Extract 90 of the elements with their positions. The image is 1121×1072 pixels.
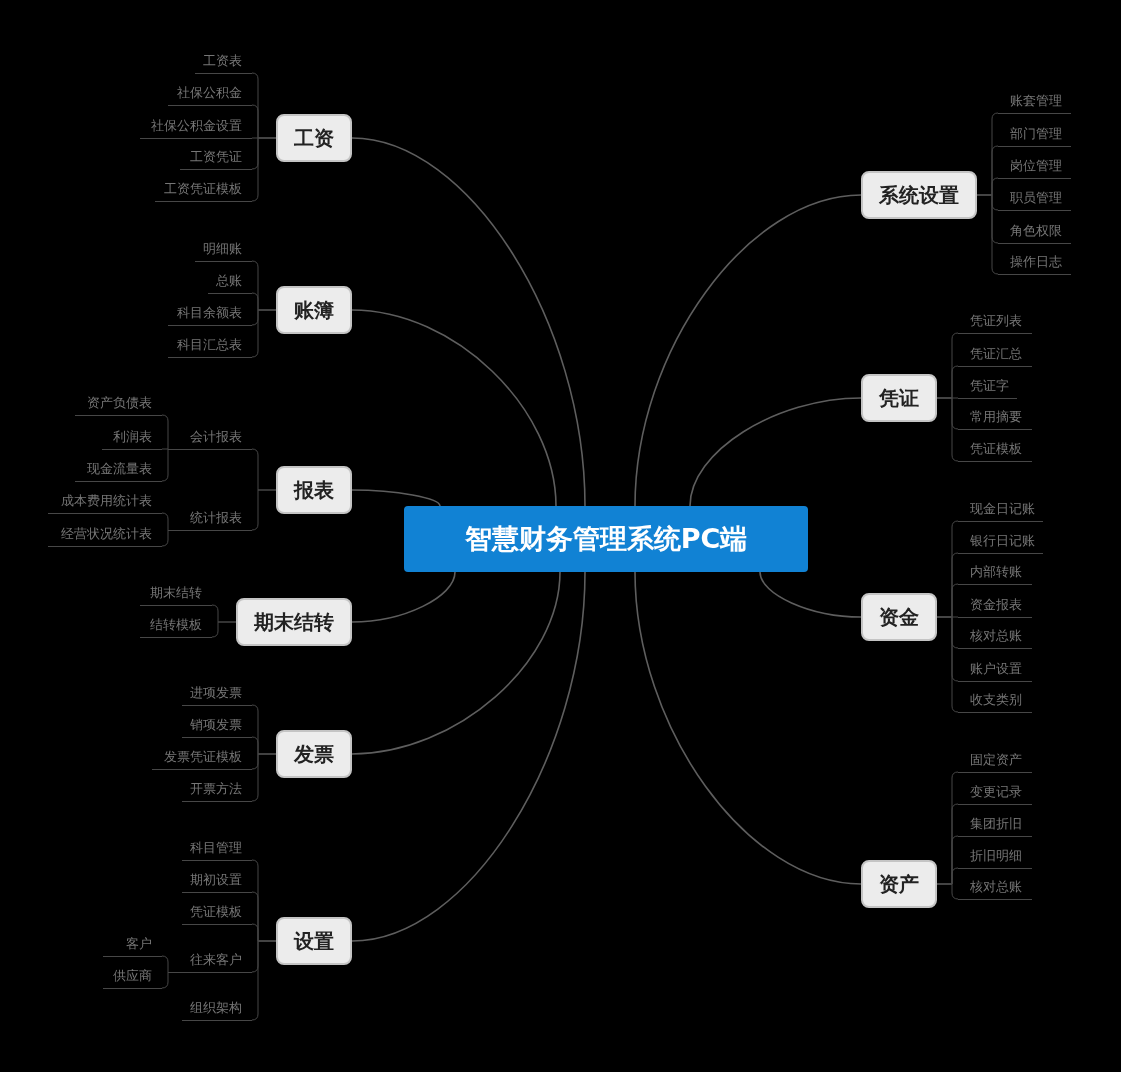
subtopic-label: 成本费用统计表 (48, 489, 162, 514)
subtopic-label: 供应商 (103, 964, 162, 989)
branch-connector (936, 883, 959, 900)
subtopic-label: 组织架构 (182, 996, 252, 1021)
topic-box: 资金 (861, 593, 937, 641)
branch-connector (251, 753, 277, 802)
subtopic-label: 明细账 (195, 237, 252, 262)
central-topic-box: 智慧财务管理系统PC端 (404, 506, 808, 572)
subtopic-label: 会计报表 (168, 425, 252, 450)
subtopic-label: 折旧明细 (958, 844, 1032, 869)
branch-connector (211, 621, 237, 638)
branch-connector (251, 489, 277, 531)
curved-connector (351, 309, 557, 507)
subtopic-label: 科目余额表 (168, 301, 252, 326)
subtopic-label: 期末结转 (140, 581, 212, 606)
subtopic-label: 银行日记账 (958, 529, 1043, 554)
subtopic-label: 社保公积金设置 (140, 114, 252, 139)
topic-box: 发票 (276, 730, 352, 778)
curved-connector (351, 571, 586, 942)
subtopic-label: 集团折旧 (958, 812, 1032, 837)
branch-connector (976, 194, 999, 275)
topic-box: 凭证 (861, 374, 937, 422)
topic-box: 报表 (276, 466, 352, 514)
subtopic-label: 固定资产 (958, 748, 1032, 773)
subtopic-label: 凭证模板 (958, 437, 1032, 462)
curved-connector (351, 489, 441, 507)
topic-box: 资产 (861, 860, 937, 908)
topic-box: 系统设置 (861, 171, 977, 219)
subtopic-label: 经营状况统计表 (48, 522, 162, 547)
branch-connector (161, 971, 169, 989)
subtopic-label: 凭证汇总 (958, 342, 1032, 367)
curved-connector (351, 571, 561, 755)
topic-box: 设置 (276, 917, 352, 965)
subtopic-label: 进项发票 (182, 681, 252, 706)
curved-connector (634, 571, 862, 885)
subtopic-label: 总账 (208, 269, 252, 294)
subtopic-label: 统计报表 (168, 506, 252, 531)
branch-connector (251, 137, 277, 202)
subtopic-label: 科目汇总表 (168, 333, 252, 358)
subtopic-label: 部门管理 (998, 122, 1071, 147)
branch-connector (251, 940, 277, 1021)
subtopic-label: 现金日记账 (958, 497, 1043, 522)
subtopic-label: 往来客户 (168, 948, 252, 973)
subtopic-label: 内部转账 (958, 560, 1032, 585)
subtopic-label: 常用摘要 (958, 405, 1032, 430)
branch-connector (161, 512, 169, 531)
subtopic-label: 工资凭证模板 (155, 177, 252, 202)
branch-connector (161, 414, 169, 450)
subtopic-label: 核对总账 (958, 624, 1032, 649)
branch-connector (251, 309, 277, 358)
subtopic-label: 开票方法 (182, 777, 252, 802)
branch-connector (936, 397, 959, 462)
subtopic-label: 现金流量表 (75, 457, 162, 482)
subtopic-label: 账套管理 (998, 89, 1071, 114)
subtopic-label: 账户设置 (958, 657, 1032, 682)
subtopic-label: 销项发票 (182, 713, 252, 738)
subtopic-label: 操作日志 (998, 250, 1071, 275)
topic-box: 工资 (276, 114, 352, 162)
subtopic-label: 资金报表 (958, 593, 1032, 618)
branch-connector (936, 616, 959, 713)
subtopic-label: 职员管理 (998, 186, 1071, 211)
subtopic-label: 变更记录 (958, 780, 1032, 805)
subtopic-label: 科目管理 (182, 836, 252, 861)
curved-connector (351, 571, 456, 623)
subtopic-label: 社保公积金 (168, 81, 252, 106)
topic-box: 期末结转 (236, 598, 352, 646)
subtopic-label: 工资凭证 (180, 145, 252, 170)
branch-connector (161, 529, 169, 547)
subtopic-label: 凭证字 (958, 374, 1017, 399)
curved-connector (689, 397, 862, 507)
subtopic-label: 凭证模板 (182, 900, 252, 925)
branch-connector (161, 448, 169, 450)
branch-connector (161, 448, 169, 482)
subtopic-label: 角色权限 (998, 219, 1071, 244)
subtopic-label: 资产负债表 (75, 391, 162, 416)
subtopic-label: 结转模板 (140, 613, 212, 638)
subtopic-label: 利润表 (102, 425, 162, 450)
topic-box: 账簿 (276, 286, 352, 334)
subtopic-label: 收支类别 (958, 688, 1032, 713)
subtopic-label: 岗位管理 (998, 154, 1071, 179)
curved-connector (351, 137, 586, 507)
subtopic-label: 期初设置 (182, 868, 252, 893)
curved-connector (759, 571, 862, 618)
subtopic-label: 发票凭证模板 (152, 745, 252, 770)
subtopic-label: 客户 (103, 932, 162, 957)
subtopic-label: 工资表 (195, 49, 252, 74)
subtopic-label: 核对总账 (958, 875, 1032, 900)
subtopic-label: 凭证列表 (958, 309, 1032, 334)
curved-connector (634, 194, 862, 507)
branch-connector (161, 955, 169, 973)
